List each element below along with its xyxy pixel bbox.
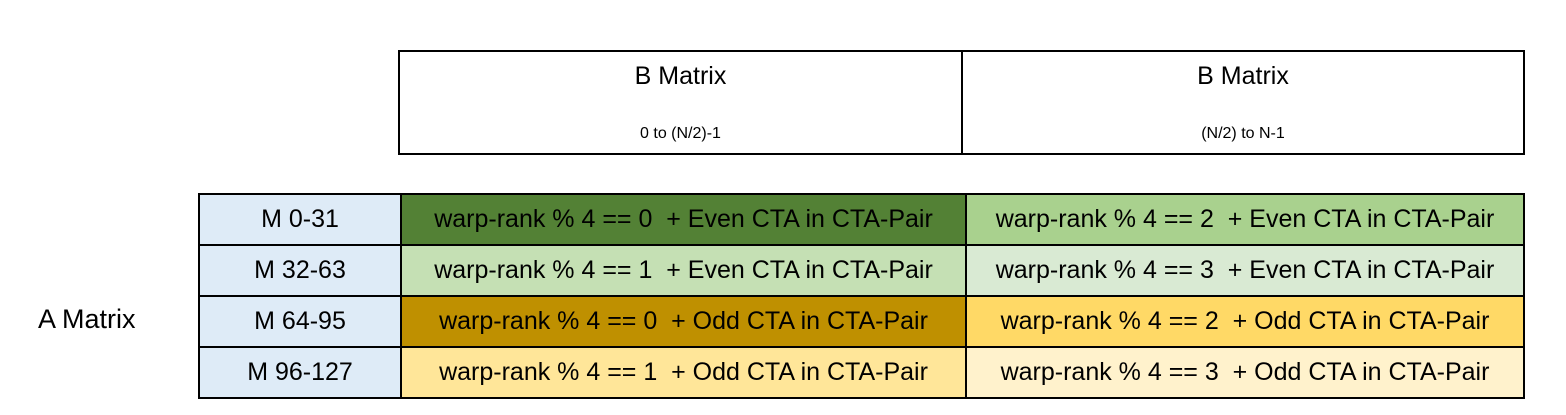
cell-r2-b-right: warp-rank % 4 == 3 + Even CTA in CTA-Pai…	[967, 246, 1523, 295]
row-label-m-32-63: M 32-63	[200, 246, 400, 295]
b-matrix-left-title: B Matrix	[634, 62, 727, 90]
cell-r3-b-right: warp-rank % 4 == 2 + Odd CTA in CTA-Pair	[967, 297, 1523, 346]
b-matrix-left-range: 0 to (N/2)-1	[640, 125, 721, 143]
cell-r1-b-left: warp-rank % 4 == 0 + Even CTA in CTA-Pai…	[402, 195, 965, 244]
cell-r1-b-right: warp-rank % 4 == 2 + Even CTA in CTA-Pai…	[967, 195, 1523, 244]
b-matrix-right-range: (N/2) to N-1	[1201, 125, 1285, 143]
b-matrix-right-title: B Matrix	[1197, 62, 1289, 90]
row-label-m-96-127: M 96-127	[200, 348, 400, 397]
mapping-table: M 0-31 warp-rank % 4 == 0 + Even CTA in …	[198, 193, 1525, 399]
b-matrix-header: B Matrix 0 to (N/2)-1 B Matrix (N/2) to …	[398, 50, 1525, 155]
cell-r4-b-right: warp-rank % 4 == 3 + Odd CTA in CTA-Pair	[967, 348, 1523, 397]
row-label-m-64-95: M 64-95	[200, 297, 400, 346]
b-matrix-left-box: B Matrix 0 to (N/2)-1	[400, 52, 963, 153]
row-label-m-0-31: M 0-31	[200, 195, 400, 244]
a-matrix-label: A Matrix	[38, 304, 136, 334]
cell-r2-b-left: warp-rank % 4 == 1 + Even CTA in CTA-Pai…	[402, 246, 965, 295]
cell-r3-b-left: warp-rank % 4 == 0 + Odd CTA in CTA-Pair	[402, 297, 965, 346]
b-matrix-right-box: B Matrix (N/2) to N-1	[963, 52, 1523, 153]
cell-r4-b-left: warp-rank % 4 == 1 + Odd CTA in CTA-Pair	[402, 348, 965, 397]
